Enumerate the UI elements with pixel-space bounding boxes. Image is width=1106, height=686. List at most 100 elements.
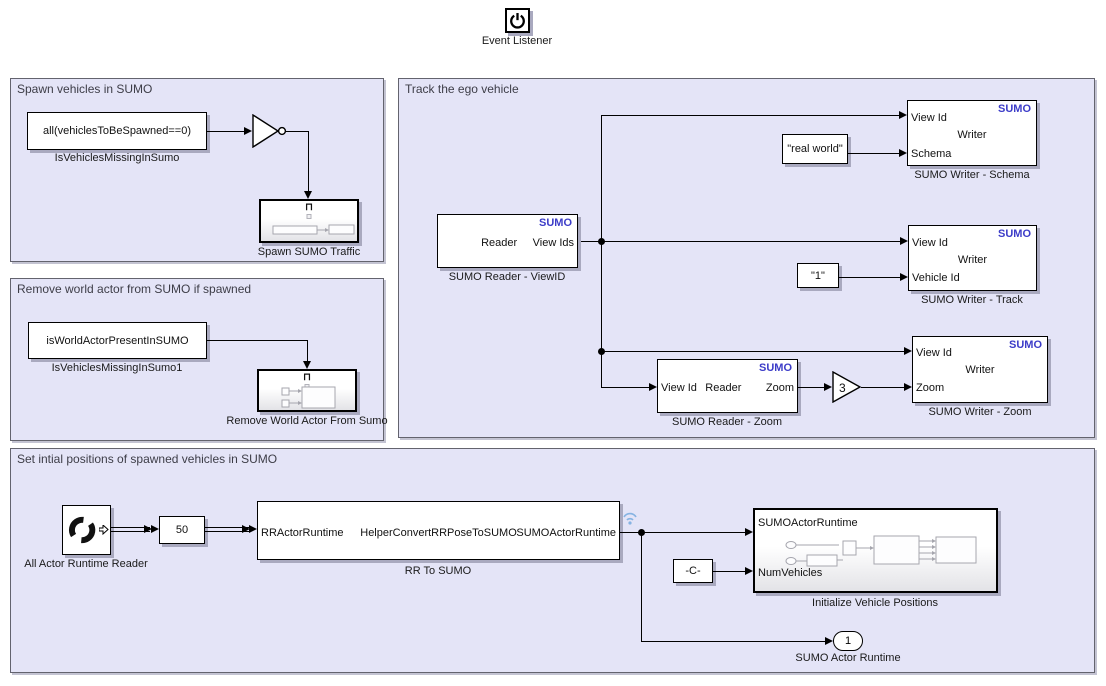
arrowhead [144,525,152,533]
sumo-reader-zoom-block[interactable]: SUMO View Id Reader Zoom [657,359,798,413]
output-port-icon [99,525,109,535]
rr-to-sumo-block[interactable]: RRActorRuntime HelperConvertRRPoseToSUMO… [257,501,620,560]
block-type-text: HelperConvertRRPoseToSUMO [360,527,517,539]
section-track-title: Track the ego vehicle [405,82,519,96]
sumo-brand: SUMO [998,228,1031,240]
wire[interactable] [286,131,308,132]
port-view-id: View Id [911,112,947,124]
wire[interactable] [641,641,825,642]
wire[interactable] [641,532,642,641]
section-spawn-title: Spawn vehicles in SUMO [17,82,153,96]
one-const-block[interactable]: "1" [797,263,839,288]
wire[interactable] [601,351,904,352]
arrowhead [904,347,912,355]
all-actor-runtime-reader-block[interactable] [62,505,111,555]
arrowhead [745,567,753,575]
port-zoom: Zoom [916,382,945,394]
port-vehicle-id: Vehicle Id [912,272,960,284]
wire[interactable] [207,131,245,132]
sumo-writer-schema-block[interactable]: SUMO View Id Writer Schema [907,100,1037,166]
isvehiclesmissing-block[interactable]: all(vehiclesToBeSpawned==0) [27,112,207,150]
wire[interactable] [861,387,904,388]
spawn-sumo-traffic-block[interactable]: ⊓ [259,199,359,243]
isworldactorpresent-block[interactable]: isWorldActorPresentInSUMO [28,322,207,359]
arrowhead [825,637,833,645]
sumo-writer-zoom-label: SUMO Writer - Zoom [928,406,1032,418]
block-type-text: Reader [705,382,742,394]
sumo-reader-viewid-block[interactable]: SUMO Reader View Ids [437,214,578,268]
wire[interactable] [601,115,899,116]
subsystem-preview [272,224,355,235]
wire[interactable] [713,571,745,572]
arrowhead [899,111,907,119]
trigger-port-icon: ⊓ [305,202,313,213]
wire-junction [598,238,605,245]
wire[interactable] [207,340,307,341]
wire-junction [598,348,605,355]
port-rractorruntime: RRActorRuntime [261,527,344,539]
sumo-writer-track-label: SUMO Writer - Track [921,294,1023,306]
port-zoom: Zoom [765,382,794,394]
port-view-id: View Id [916,347,952,359]
rr-to-sumo-label: RR To SUMO [404,565,472,577]
runtime-reader-icon [68,516,96,544]
sumo-writer-track-block[interactable]: SUMO View Id Writer Vehicle Id [908,225,1037,291]
isvehiclesmissing-label: IsVehiclesMissingInSumo [54,152,180,164]
arrowhead [303,361,311,369]
wire[interactable] [205,527,249,528]
wire[interactable] [601,387,649,388]
wire[interactable] [111,531,150,532]
arrowhead [242,525,250,533]
port-view-id: View Id [912,237,948,249]
wire[interactable] [798,387,824,388]
block-type-text: Reader [481,237,518,249]
subsystem-preview [785,535,977,567]
sumo-writer-zoom-block[interactable]: SUMO View Id Writer Zoom [912,336,1048,403]
sumo-brand: SUMO [759,362,792,374]
trigger-port-marker [306,214,312,219]
port-view-id: View Id [661,382,697,394]
port-schema: Schema [911,148,952,160]
remove-world-actor-block[interactable]: ⊓ [257,369,357,412]
arrowhead [900,237,908,245]
port-sumoactorruntime: SUMOActorRuntime [516,527,616,539]
trigger-port-icon: ⊓ [303,372,311,383]
sumo-brand: SUMO [998,103,1031,115]
wire[interactable] [308,131,309,191]
section-remove-world-actor[interactable]: Remove world actor from SUMO if spawned [10,278,384,441]
event-listener-block[interactable] [505,8,530,33]
sumo-actor-runtime-label: SUMO Actor Runtime [795,652,901,664]
wire[interactable] [307,340,308,361]
arrowhead [649,383,657,391]
arrowhead [244,127,252,135]
sumo-writer-schema-label: SUMO Writer - Schema [914,169,1030,181]
initialize-vehicle-positions-block[interactable]: SUMOActorRuntime NumVehicles [753,508,998,593]
section-spawn-vehicles[interactable]: Spawn vehicles in SUMO [10,78,384,262]
wire[interactable] [601,241,900,242]
sumo-reader-zoom-label: SUMO Reader - Zoom [671,416,783,428]
wire[interactable] [205,531,249,532]
spawn-sumo-traffic-label: Spawn SUMO Traffic [257,246,361,258]
wire[interactable] [601,115,602,387]
real-world-const-block[interactable]: "real world" [782,134,848,164]
wire[interactable] [578,241,601,242]
sumo-reader-viewid-label: SUMO Reader - ViewID [448,271,566,283]
not-gate[interactable] [252,114,289,148]
arrowhead [249,525,257,533]
all-actor-runtime-reader-label: All Actor Runtime Reader [24,558,148,570]
arrowhead [900,273,908,281]
wire[interactable] [848,153,899,154]
port-sumoactorruntime: SUMOActorRuntime [758,517,858,529]
wire[interactable] [839,277,900,278]
arrowhead [904,383,912,391]
c-const-block[interactable]: -C- [673,559,713,583]
block-type-text: Writer [965,364,995,376]
subsystem-preview [281,386,336,409]
wire[interactable] [620,532,745,533]
signal-logging-icon [623,512,637,525]
gain-block[interactable]: 3 [832,371,863,403]
rate-const-block[interactable]: 50 [159,516,205,544]
wire[interactable] [111,527,150,528]
sumo-actor-runtime-outport[interactable]: 1 [833,631,863,651]
